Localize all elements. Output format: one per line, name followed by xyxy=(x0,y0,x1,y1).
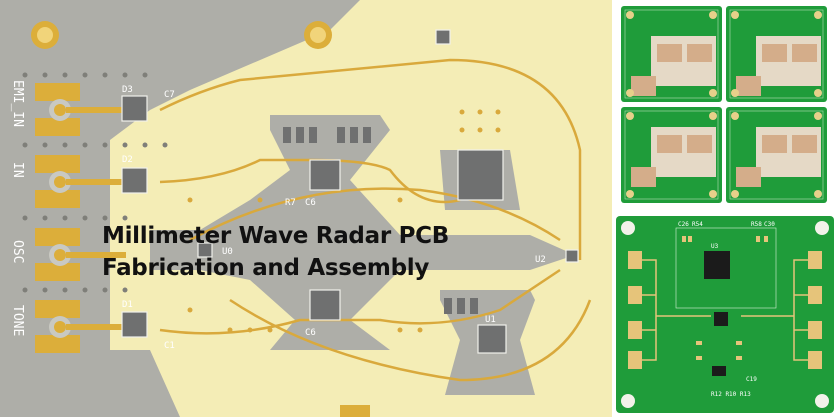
headline-line-1: Millimeter Wave Radar PCB xyxy=(102,223,449,249)
chip-large xyxy=(457,149,504,201)
green-pcb-thumbnail xyxy=(621,6,722,102)
chip-d2 xyxy=(121,167,148,194)
green-pcb-thumbnail xyxy=(621,107,722,203)
chip-u-top xyxy=(309,159,341,191)
label-c19: C19 xyxy=(746,376,757,383)
label-c1: C1 xyxy=(164,341,175,351)
label-d3: D3 xyxy=(122,85,133,95)
label-c7: C7 xyxy=(164,90,175,100)
port-label-in: IN xyxy=(10,162,25,178)
label-u2: U2 xyxy=(535,255,546,265)
label-r54: R54 xyxy=(692,221,703,228)
label-d2: D2 xyxy=(122,155,133,165)
chip-u-bottom xyxy=(309,289,341,321)
port-label-osc: OSC xyxy=(10,240,25,263)
label-u3: U3 xyxy=(711,243,719,250)
via-grid xyxy=(22,72,168,293)
label-c6-top: C6 xyxy=(305,198,316,208)
headline: Millimeter Wave Radar PCB Fabrication an… xyxy=(102,220,449,284)
chip-d1 xyxy=(121,311,148,338)
headline-line-2: Fabrication and Assembly xyxy=(102,255,430,281)
label-r12-r10-r13: R12 R10 R13 xyxy=(711,391,751,398)
chip-u0 xyxy=(197,242,213,258)
label-u0: U0 xyxy=(222,247,233,257)
label-u1: U1 xyxy=(485,315,496,325)
label-r7: R7 xyxy=(285,198,296,208)
green-radar-pcb: C26 R54 U3 R58 C30 C19 R12 R10 R13 xyxy=(616,216,834,413)
port-connectors xyxy=(35,83,126,353)
green-pcb-thumbnail xyxy=(726,107,827,203)
label-c6-bottom: C6 xyxy=(305,328,316,338)
main-pcb-render: EMI_IN IN OSC TONE D3 C7 D2 D1 C1 C6 C6 … xyxy=(0,0,612,417)
port-label-tone: TONE xyxy=(10,305,25,336)
ground-island xyxy=(150,115,575,350)
ic-rf xyxy=(714,312,728,326)
chip-d3 xyxy=(121,95,148,122)
ic-u3 xyxy=(704,251,730,279)
label-d1: D1 xyxy=(122,300,133,310)
label-r58: R58 xyxy=(751,221,762,228)
chip-u2 xyxy=(565,249,579,263)
label-c30: C30 xyxy=(764,221,775,228)
port-label-emi-in: EMI_IN xyxy=(10,80,25,127)
green-pcb-thumbnail xyxy=(726,6,827,102)
label-c26: C26 xyxy=(678,221,689,228)
chip-u1 xyxy=(477,324,507,354)
